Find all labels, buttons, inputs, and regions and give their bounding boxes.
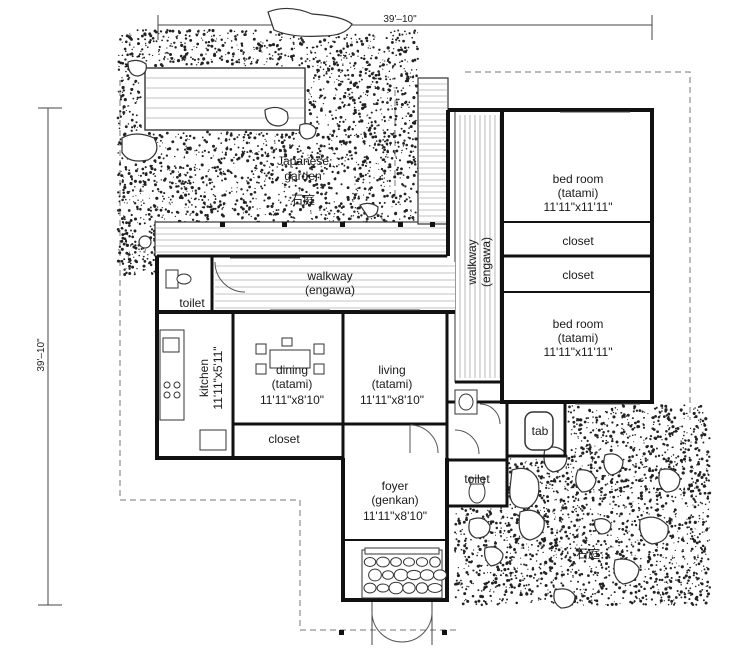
fixtures — [159, 222, 554, 645]
bedroom-top: bed room (tatami) 11'11"x11'11" — [544, 172, 613, 214]
dining-size: 11'11"x8'10" — [260, 393, 324, 407]
bedroom-bottom-name: bed room — [553, 317, 604, 331]
room-labels: bed room (tatami) 11'11"x11'11" closet c… — [179, 172, 612, 523]
bedroom-bottom: bed room (tatami) 11'11"x11'11" — [544, 317, 613, 359]
walls — [155, 108, 654, 602]
bedroom-top-size: 11'11"x11'11" — [544, 200, 613, 214]
toilet-top-label: toilet — [179, 296, 205, 310]
engawa-decking — [154, 77, 503, 383]
living-name: living — [378, 363, 405, 377]
walkway-h-name: walkway — [306, 269, 352, 283]
japanese-garden: Japanese garden 石庭 — [116, 7, 419, 276]
left-dimension-label: 39'–10" — [36, 338, 47, 372]
closet-mid-label: closet — [562, 268, 594, 282]
tab-label: tab — [532, 424, 549, 438]
closet-bottom-label: closet — [268, 432, 300, 446]
dimension-lines: 39'–10" 39'–10" — [36, 14, 653, 606]
bedroom-bottom-type: (tatami) — [558, 331, 599, 345]
garden-label-line2: garden — [284, 169, 321, 183]
bedroom-bottom-size: 11'11"x11'11" — [544, 345, 613, 359]
walkway-v-name: walkway — [465, 239, 479, 285]
garden-kanji-label: 石庭 — [291, 192, 315, 207]
closet-top-label: closet — [562, 234, 594, 248]
walkway-v-type: (engawa) — [479, 237, 493, 287]
toilet-bottom-label: toilet — [464, 472, 490, 486]
foyer-name: foyer — [382, 479, 409, 493]
bedroom-top-name: bed room — [553, 172, 604, 186]
dining-type: (tatami) — [272, 377, 313, 391]
dining-name: dining — [276, 363, 308, 377]
garden-label-line1: Japanese — [277, 154, 329, 168]
living-type: (tatami) — [372, 377, 413, 391]
walkway-h-type: (engawa) — [305, 283, 355, 297]
side-garden-kanji-label: 石庭 — [576, 546, 600, 561]
kitchen-size: 11'11"x5'11" — [211, 346, 225, 409]
bedroom-top-type: (tatami) — [558, 186, 599, 200]
kitchen-name: kitchen — [197, 359, 211, 397]
living-size: 11'11"x8'10" — [360, 393, 424, 407]
eave-outline — [119, 71, 691, 631]
side-garden: 石庭 — [453, 404, 712, 609]
top-dimension-label: 39'–10" — [383, 14, 417, 25]
foyer-type: (genkan) — [371, 493, 418, 507]
foyer-size: 11'11"x8'10" — [363, 509, 427, 523]
